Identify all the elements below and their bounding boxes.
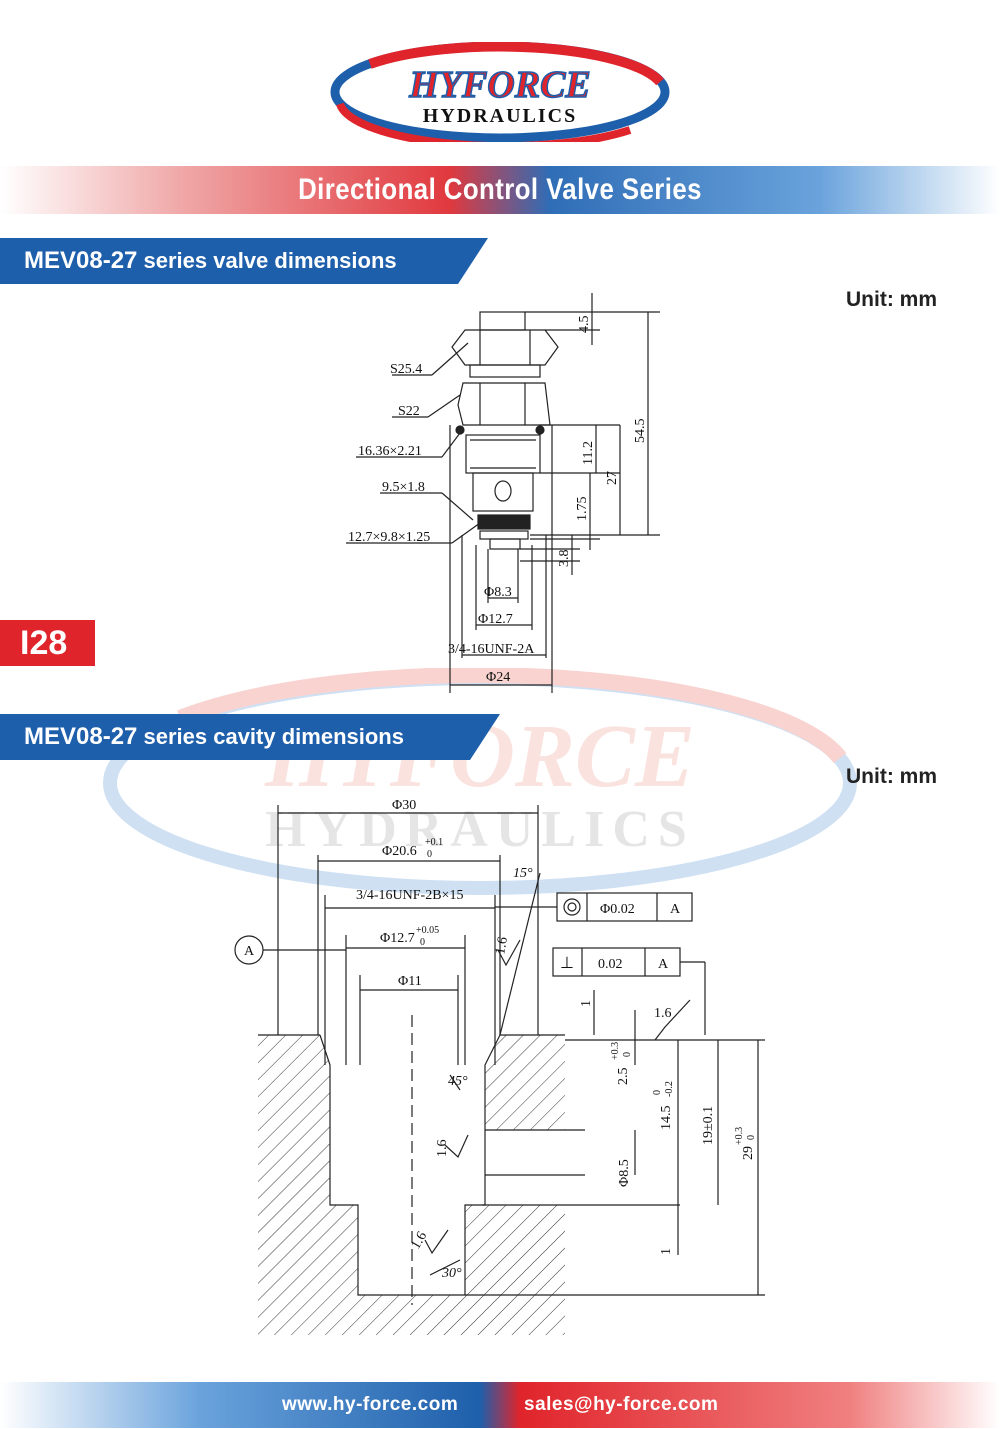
series-title: Directional Control Valve Series bbox=[298, 173, 702, 206]
cavity-dim-145-tol-up: 0 bbox=[652, 1090, 663, 1095]
valve-dim-oring3: 12.7×9.8×1.25 bbox=[348, 530, 430, 545]
cavity-dim-phi127: Φ12.7 bbox=[380, 931, 415, 946]
cavity-section-code: MEV08-27 bbox=[24, 723, 138, 750]
cavity-dim-1: 1 bbox=[579, 1000, 594, 1007]
cavity-tol1-value: Φ0.02 bbox=[600, 902, 635, 917]
page-number-badge: I28 bbox=[0, 620, 95, 666]
cavity-dim-phi206-tol-up: +0.1 bbox=[425, 837, 443, 848]
valve-dim-38: 3.8 bbox=[557, 550, 572, 568]
cavity-dim-thread: 3/4-16UNF-2B×15 bbox=[356, 888, 463, 903]
logo-line2: HYDRAULICS bbox=[423, 105, 577, 127]
cavity-dim-phi127-tol-up: +0.05 bbox=[416, 925, 439, 936]
logo-line1: HYFORCE bbox=[408, 64, 591, 106]
cavity-dim-phi206: Φ20.6 bbox=[382, 844, 417, 859]
valve-dim-thread: 3/4-16UNF-2A bbox=[448, 642, 535, 657]
valve-section-code: MEV08-27 bbox=[24, 247, 138, 274]
cavity-tol2-value: 0.02 bbox=[598, 957, 623, 972]
valve-dim-45: 4.5 bbox=[577, 316, 592, 334]
cavity-rough-1: 1.6 bbox=[493, 936, 511, 956]
svg-text:HYDRAULICS: HYDRAULICS bbox=[265, 801, 695, 858]
valve-section-label: series valve dimensions bbox=[137, 248, 397, 273]
hyforce-logo: HYFORCE HYDRAULICS bbox=[330, 42, 670, 142]
title-band bbox=[0, 166, 1000, 214]
valve-dim-phi83: Φ8.3 bbox=[484, 585, 512, 600]
cavity-tol1-datum: A bbox=[670, 902, 681, 917]
cavity-dim-29-tol-up: +0.3 bbox=[734, 1127, 745, 1145]
footer-website-link[interactable]: www.hy-force.com bbox=[282, 1394, 459, 1415]
cavity-section-label: series cavity dimensions bbox=[137, 724, 404, 749]
valve-section-tab: MEV08-27 series valve dimensions bbox=[0, 238, 488, 284]
cavity-dim-29-tol-dn: 0 bbox=[746, 1135, 757, 1140]
cavity-dim-29: 29 bbox=[741, 1146, 756, 1160]
cavity-tol2-datum: A bbox=[658, 957, 669, 972]
valve-dim-175: 1.75 bbox=[575, 497, 590, 522]
cavity-unit-label: Unit: mm bbox=[846, 765, 937, 788]
cavity-dim-phi85: Φ8.5 bbox=[617, 1159, 632, 1187]
cavity-dim-phi11: Φ11 bbox=[398, 974, 422, 989]
cavity-dim-25-tol-up: +0.3 bbox=[610, 1042, 621, 1060]
cavity-dim-phi127-tol-dn: 0 bbox=[420, 937, 425, 948]
cavity-dimension-drawing: Φ30 Φ20.6 +0.1 0 15° 3/4-16UNF-2B×15 Φ12… bbox=[234, 798, 765, 1335]
cavity-datum-a: A bbox=[244, 944, 255, 959]
valve-dim-phi127: Φ12.7 bbox=[478, 612, 513, 627]
cavity-dim-145-tol-dn: -0.2 bbox=[664, 1081, 675, 1097]
cavity-dim-1b: 1 bbox=[659, 1248, 674, 1255]
cavity-angle30: 30° bbox=[441, 1266, 462, 1281]
valve-dim-545: 54.5 bbox=[633, 419, 648, 444]
valve-unit-label: Unit: mm bbox=[846, 288, 937, 311]
cavity-dim-angle15: 15° bbox=[513, 866, 533, 881]
cavity-dim-25: 2.5 bbox=[616, 1068, 631, 1086]
valve-dim-27: 27 bbox=[605, 471, 620, 485]
cavity-dim-25-tol-dn: 0 bbox=[622, 1052, 633, 1057]
cavity-dim-19: 19±0.1 bbox=[701, 1106, 716, 1145]
cavity-dim-phi30: Φ30 bbox=[392, 798, 416, 813]
cavity-rough-top: 1.6 bbox=[654, 1006, 672, 1021]
valve-dim-112: 11.2 bbox=[581, 441, 596, 465]
valve-dim-oring2: 9.5×1.8 bbox=[382, 480, 425, 495]
valve-dim-phi24: Φ24 bbox=[486, 670, 510, 685]
cavity-dim-145: 14.5 bbox=[659, 1106, 674, 1131]
valve-dim-s254: S25.4 bbox=[390, 362, 422, 377]
valve-dim-s22: S22 bbox=[398, 404, 420, 419]
valve-dimension-drawing: S25.4 S22 16.36×2.21 9.5×1.8 12.7×9.8×1.… bbox=[346, 293, 660, 693]
cavity-rough-2: 1.6 bbox=[435, 1140, 450, 1158]
footer-email-link[interactable]: sales@hy-force.com bbox=[524, 1394, 719, 1415]
valve-dim-oring1: 16.36×2.21 bbox=[358, 444, 422, 459]
svg-text:⊥: ⊥ bbox=[560, 955, 574, 972]
cavity-section-tab: MEV08-27 series cavity dimensions bbox=[0, 714, 500, 760]
cavity-angle45: 45° bbox=[448, 1074, 468, 1089]
footer-band bbox=[0, 1382, 1000, 1428]
cavity-dim-phi206-tol-dn: 0 bbox=[427, 849, 432, 860]
